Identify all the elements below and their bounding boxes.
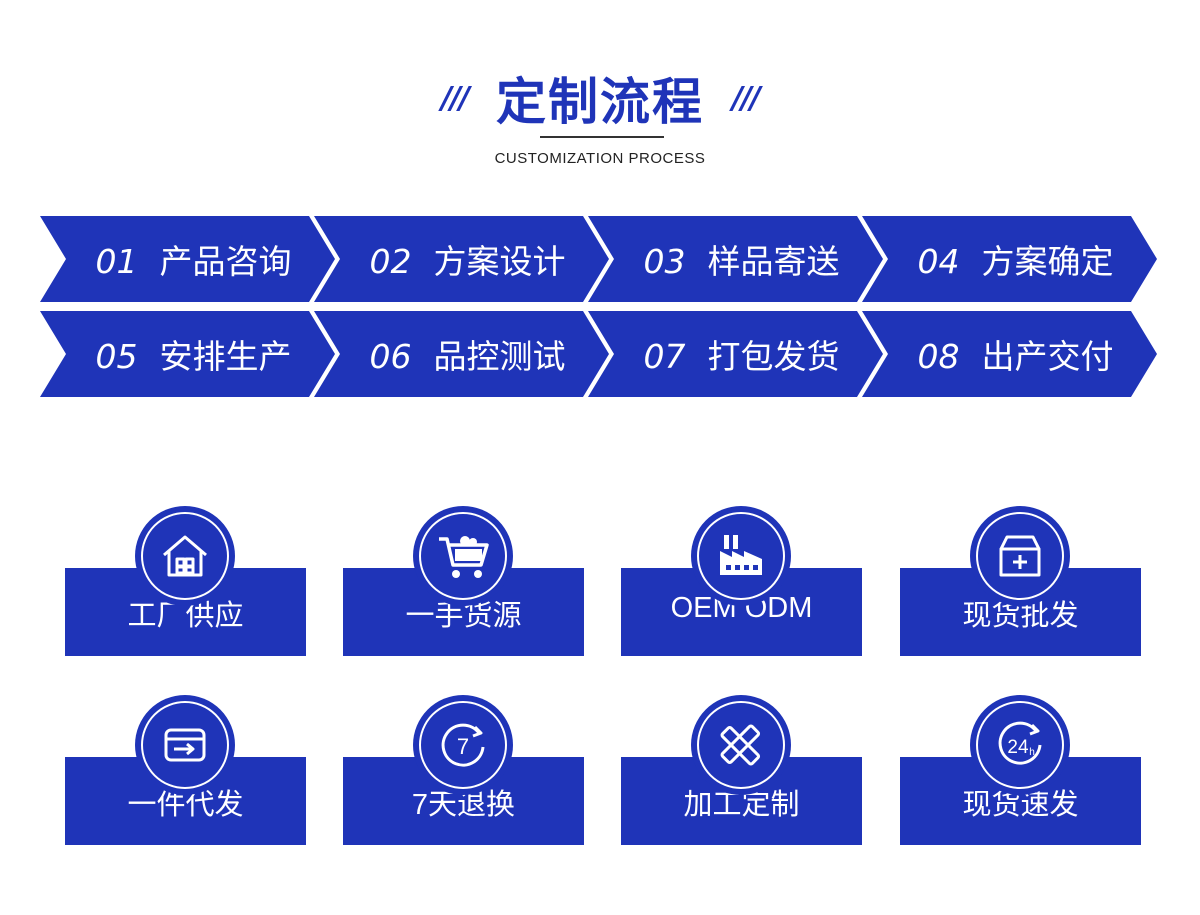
arrow-shape [588, 311, 883, 397]
process-step-07: 07 打包发货 [588, 311, 883, 397]
feature-card-fast-delivery: 现货速发 24 h [900, 695, 1141, 845]
factory-house-icon [163, 535, 207, 577]
manufacturing-plant-icon [720, 535, 762, 575]
process-step-04: 04 方案确定 [862, 216, 1157, 302]
design-tools-icon [720, 724, 761, 766]
left-slashes: /// [441, 80, 470, 116]
step-label: 打包发货 [707, 337, 840, 376]
right-slashes: /// [732, 80, 761, 116]
feature-card-factory-supply: 工厂供应 [65, 506, 306, 656]
arrow-shape [40, 216, 335, 302]
feature-card-first-hand-source: 一手货源 [343, 506, 584, 656]
arrow-shape [588, 216, 883, 302]
shopping-cart-icon [439, 536, 489, 578]
feature-card-custom-processing: 加工定制 [621, 695, 862, 845]
step-label: 产品咨询 [159, 242, 292, 281]
feature-card-oem-odm: OEM ODM [621, 506, 862, 656]
step-label: 样品寄送 [707, 242, 840, 281]
step-label: 出产交付 [981, 337, 1114, 376]
feature-card-spot-wholesale: 现货批发 [900, 506, 1141, 656]
arrow-shape [862, 216, 1157, 302]
process-step-03: 03 样品寄送 [588, 216, 883, 302]
svg-text:24: 24 [1007, 737, 1029, 758]
title-divider [540, 136, 664, 138]
seven-day-return-icon: 7 [441, 723, 485, 767]
process-step-01: 01 产品咨询 [40, 216, 335, 302]
title-group: /// 定制流程 /// [441, 62, 761, 134]
process-step-06: 06 品控测试 [314, 311, 609, 397]
step-label: 方案设计 [433, 242, 566, 281]
step-label: 方案确定 [981, 242, 1114, 281]
step-number: 04 [917, 242, 960, 281]
box-plus-icon [999, 535, 1041, 577]
step-number: 01 [95, 242, 138, 281]
step-number: 03 [643, 242, 686, 281]
feature-card-dropshipping: 一件代发 [65, 695, 306, 845]
svg-text:h: h [1029, 747, 1035, 758]
arrow-shape [40, 311, 335, 397]
step-number: 08 [917, 337, 960, 376]
feature-card-seven-day-return: 7天退换 7 [343, 695, 584, 845]
process-step-08: 08 出产交付 [862, 311, 1157, 397]
process-step-02: 02 方案设计 [314, 216, 609, 302]
24h-icon: 24 h [998, 721, 1042, 765]
svg-text:7: 7 [457, 734, 469, 759]
step-label: 安排生产 [159, 337, 292, 376]
page-subtitle: CUSTOMIZATION PROCESS [494, 150, 706, 167]
section-header: /// 定制流程 /// [0, 62, 1200, 134]
dropship-card-icon [164, 728, 206, 762]
step-label: 品控测试 [433, 337, 566, 376]
arrow-shape [314, 216, 609, 302]
arrow-shape [862, 311, 1157, 397]
step-number: 05 [95, 337, 138, 376]
step-number: 07 [643, 337, 686, 376]
arrow-shape [314, 311, 609, 397]
step-number: 06 [369, 337, 412, 376]
page-title: 定制流程 [496, 73, 704, 131]
step-number: 02 [369, 242, 412, 281]
process-step-05: 05 安排生产 [40, 311, 335, 397]
